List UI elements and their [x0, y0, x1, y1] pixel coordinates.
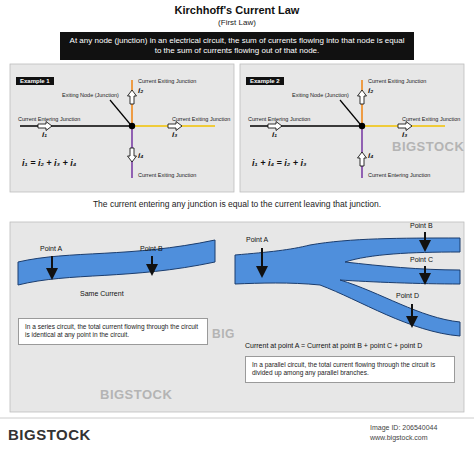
node-text: In a parallel circuit, the total current…: [252, 361, 448, 378]
example-panel: [240, 64, 464, 192]
node-label: Exiting Node (Junction): [62, 92, 119, 98]
current-arrow: [411, 304, 413, 322]
wire-label: Current Exiting Junction: [138, 78, 196, 84]
current-arrow: [424, 266, 426, 279]
current-arrow: [424, 232, 426, 246]
current-arrow: [51, 256, 53, 274]
wire-label: Current Exiting Junction: [402, 116, 460, 122]
current-arrow: [261, 248, 263, 272]
point-label: Point C: [410, 256, 433, 264]
parallel-river: [235, 238, 460, 336]
equation: Current at point A = Current at point B …: [245, 342, 422, 350]
example-tag: Example 2: [246, 77, 284, 85]
equation: i₁ = i₂ + i₃ + i₄: [22, 158, 76, 168]
footer-rule: [0, 418, 474, 419]
example-tag: Example 1: [16, 77, 54, 85]
site-url: www.bigstock.com: [370, 434, 428, 442]
wire-label: Current Exiting Junction: [368, 78, 426, 84]
definition-banner: At any node (junction) in an electrical …: [60, 32, 414, 60]
current-symbol: i₂: [138, 86, 143, 95]
node-text: In a series circuit, the total current f…: [25, 323, 201, 340]
current-symbol: i₃: [402, 130, 407, 139]
wire-label: Current Exiting Junction: [138, 172, 196, 178]
note-box: In a series circuit, the total current f…: [18, 318, 208, 345]
point-label: Point B: [410, 222, 433, 230]
note-box: In a parallel circuit, the total current…: [245, 356, 455, 383]
wire-label: Current Exiting Junction: [172, 116, 230, 122]
wire-label: Current Entering Junction: [18, 116, 80, 122]
wire-label: Current Entering Junction: [248, 116, 310, 122]
current-arrow: [151, 256, 153, 270]
node-text: At any node (junction) in an electrical …: [68, 36, 406, 56]
example-panel: Example 2: [240, 64, 464, 192]
equation: i₁ + i₄ = i₂ + i₃: [252, 158, 306, 168]
current-symbol: i₁: [272, 130, 277, 139]
current-symbol: i₄: [368, 151, 373, 160]
current-symbol: i₁: [42, 130, 47, 139]
series-river: [18, 240, 215, 285]
point-label: Point B: [140, 245, 163, 253]
example-panel: [10, 64, 234, 192]
current-symbol: i₂: [368, 86, 373, 95]
example-panel: Example 1: [10, 64, 234, 192]
wire-label: Current Entering Junction: [368, 172, 430, 178]
junction-wires: [20, 80, 215, 178]
subtitle: (First Law): [0, 18, 474, 27]
watermark: BIGSTOCK: [100, 388, 172, 403]
node-label: Exiting Node (Junction): [292, 92, 349, 98]
point-label: Point A: [246, 236, 268, 244]
watermark: BIG: [212, 328, 235, 342]
river-panel: [10, 222, 464, 412]
current-symbol: i₃: [172, 130, 177, 139]
point-label: Point A: [40, 245, 62, 253]
river-label: Same Current: [80, 290, 124, 298]
point-label: Point D: [396, 292, 419, 300]
watermark: BIGSTOCK: [392, 140, 464, 155]
brand-logo: BIGSTOCK: [8, 426, 91, 443]
title: Kirchhoff's Current Law: [0, 4, 474, 17]
current-symbol: i₄: [138, 151, 143, 160]
junction-wires: [250, 80, 445, 178]
statement: The current entering any junction is equ…: [0, 200, 474, 210]
image-id: Image ID: 206540044: [370, 424, 437, 432]
